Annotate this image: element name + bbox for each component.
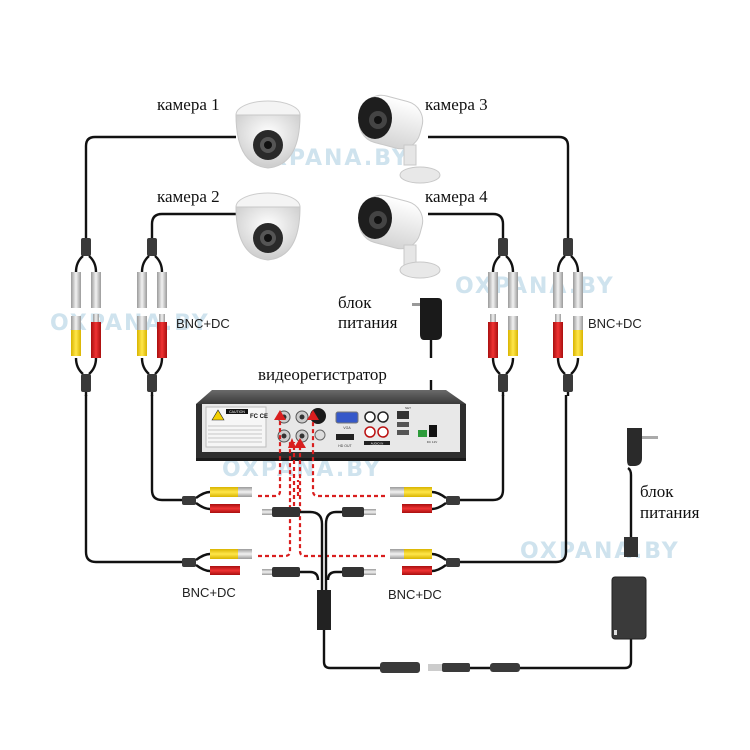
main-power-supply-brick xyxy=(611,428,658,640)
camera-4-label: камера 4 xyxy=(425,187,488,206)
dc-connector xyxy=(488,322,498,358)
camera3-cable-top xyxy=(428,135,570,238)
bnc-dc-pair-2 xyxy=(182,549,252,575)
psu-right-label-line2: питания xyxy=(640,503,700,522)
bnc-connector xyxy=(573,330,583,356)
bnc-dc-label-left-bottom: BNC+DC xyxy=(182,585,236,600)
bnc-dc-label-right-bottom: BNC+DC xyxy=(388,587,442,602)
camera1-cable-bottom xyxy=(84,395,182,564)
bnc-dc-label-right-top: BNC+DC xyxy=(588,316,642,331)
dc-connector xyxy=(91,322,101,358)
camera-cables xyxy=(84,135,570,564)
bnc-dc-label-left-top: BNC+DC xyxy=(176,316,230,331)
psu-top-label-line2: питания xyxy=(338,313,398,332)
psu-right-label-line1: блок xyxy=(640,482,674,501)
camera-1 xyxy=(235,100,301,169)
audio-label: AUDIO IN xyxy=(371,442,383,446)
camera-2-label: камера 2 xyxy=(157,187,220,206)
camera-1-label: камера 1 xyxy=(157,95,220,114)
vga-port xyxy=(335,411,359,424)
dc-power-splitter-harness xyxy=(300,510,380,670)
camera1-cable-top xyxy=(84,135,236,238)
video-signal-paths xyxy=(258,410,385,558)
dc-plug-left-2 xyxy=(262,567,300,577)
camera-3-label: камера 3 xyxy=(425,95,488,114)
bnc-dc-splitter-3 xyxy=(488,238,518,396)
camera4-cable-top xyxy=(428,212,505,238)
cable-splitters xyxy=(71,238,583,396)
dc-connector xyxy=(157,322,167,358)
bnc-connector xyxy=(137,330,147,356)
camera-3 xyxy=(358,94,441,184)
bnc-dc-pair-4 xyxy=(390,549,460,575)
watermark: OXPANA.BY xyxy=(520,539,680,564)
hdmi-label: HD OUT xyxy=(338,444,352,448)
power-label: DC 12V xyxy=(427,440,438,444)
camera3-cable-bottom xyxy=(460,395,568,564)
hdmi-port xyxy=(336,434,354,440)
psu-top-label-line1: блок xyxy=(338,293,372,312)
mains-plug xyxy=(627,428,642,466)
camera2-cable-top xyxy=(150,212,236,238)
usb-port-2 xyxy=(397,430,409,435)
warning-icon xyxy=(211,409,225,421)
net-label: NET xyxy=(405,406,411,410)
fc-ce-mark: FC CE xyxy=(250,414,268,420)
dc-plug-left-1 xyxy=(262,507,300,517)
bnc-dc-pair-3 xyxy=(390,487,460,513)
audio-out-port xyxy=(314,429,326,441)
watermark: OXPANA.BY xyxy=(455,274,615,299)
dc-plug-right-1 xyxy=(342,507,376,517)
audio-ports xyxy=(364,411,390,445)
camera-4 xyxy=(358,194,441,279)
camera4-cable-bottom xyxy=(460,395,505,502)
alarm-terminal xyxy=(418,430,427,437)
splitter-body xyxy=(317,590,331,630)
bnc-connector xyxy=(71,330,81,356)
dc-extension-connector xyxy=(380,638,633,673)
horizontal-connectors xyxy=(182,487,460,577)
camera-2 xyxy=(235,192,301,261)
bnc-dc-splitter-4 xyxy=(553,238,583,396)
bnc-connector xyxy=(508,330,518,356)
usb-port-1 xyxy=(397,422,409,427)
network-port xyxy=(397,411,409,419)
caution-text: CAUTION xyxy=(229,410,245,414)
dvr-label: видеорегистратор xyxy=(258,365,387,384)
bnc-dc-splitter-1 xyxy=(71,238,101,396)
dc-connector xyxy=(553,322,563,358)
dvr: CAUTION FC CE VGA HD OUT AUDIO xyxy=(196,390,466,461)
dc-power-port xyxy=(429,425,437,437)
bnc-dc-pair-1 xyxy=(182,487,252,513)
bnc-dc-splitter-2 xyxy=(137,238,167,396)
dc-plug-right-2 xyxy=(342,567,376,577)
camera2-cable-bottom xyxy=(150,395,182,502)
vga-label: VGA xyxy=(343,426,351,430)
